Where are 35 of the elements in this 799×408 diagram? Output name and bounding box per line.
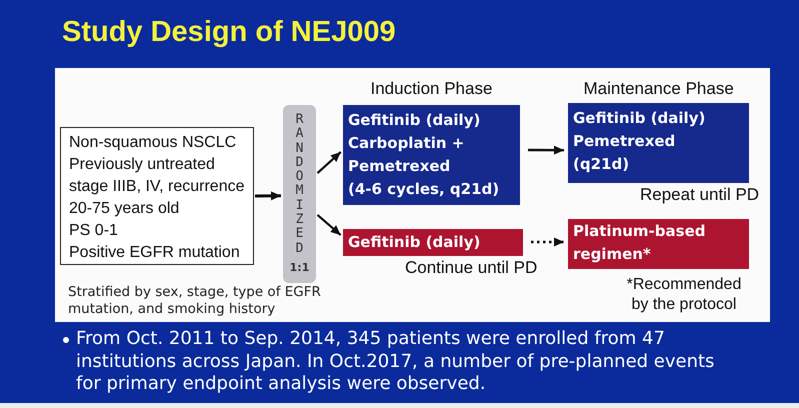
criteria-box <box>60 127 254 265</box>
regimen-text: Pemetrexed <box>573 131 676 152</box>
footnote: *Recommended by the protocol <box>626 275 742 315</box>
regimen-text: (4-6 cycles, q21d) <box>348 179 500 200</box>
regimen-text: Platinum-based regimen* <box>573 221 706 265</box>
ratio-label: 1:1 <box>290 260 310 274</box>
slide-title: Study Design of NEJ009 <box>62 16 396 49</box>
stratification-note: Stratified by sex, stage, type of EGFR mutation, and smoking history <box>68 284 322 318</box>
regimen-box <box>343 105 520 205</box>
criterion-text: 20-75 years old <box>69 199 180 219</box>
criterion-text: stage IIIB, IV, recurrence <box>69 177 244 197</box>
criterion-text: Non-squamous NSCLC <box>69 133 236 153</box>
regimen-text: Gefitinib (daily) <box>573 108 706 129</box>
regimen-box <box>568 103 749 183</box>
regimen-box <box>568 219 749 269</box>
duration-note: Repeat until PD <box>640 185 760 205</box>
arrow <box>316 151 342 174</box>
regimen-text: Gefitinib (daily) <box>348 232 480 253</box>
phase-heading: Maintenance Phase <box>584 79 734 99</box>
regimen-text: Carboplatin + Pemetrexed <box>348 133 466 177</box>
arrow <box>528 146 564 155</box>
criterion-text: Previously untreated <box>69 155 215 175</box>
regimen-text: Gefitinib (daily) <box>348 110 480 131</box>
bullet-text: From Oct. 2011 to Sep. 2014, 345 patients were enrolled from 47 institutions across Japan. In Oct.2017, a number of pre-planned events for primary endpoint analysis were observed. <box>76 328 716 396</box>
regimen-text: (q21d) <box>573 154 630 175</box>
phase-heading: Induction Phase <box>370 79 492 99</box>
randomization-bar <box>283 105 316 283</box>
duration-note: Continue until PD <box>405 258 538 278</box>
arrow <box>254 191 282 200</box>
arrow <box>316 214 342 236</box>
arrow <box>531 238 564 246</box>
criterion-text: PS 0-1 <box>69 221 118 241</box>
criterion-text: Positive EGFR mutation <box>69 243 240 263</box>
regimen-box <box>343 229 523 256</box>
randomized-label: RANDOMIZED <box>294 113 304 256</box>
